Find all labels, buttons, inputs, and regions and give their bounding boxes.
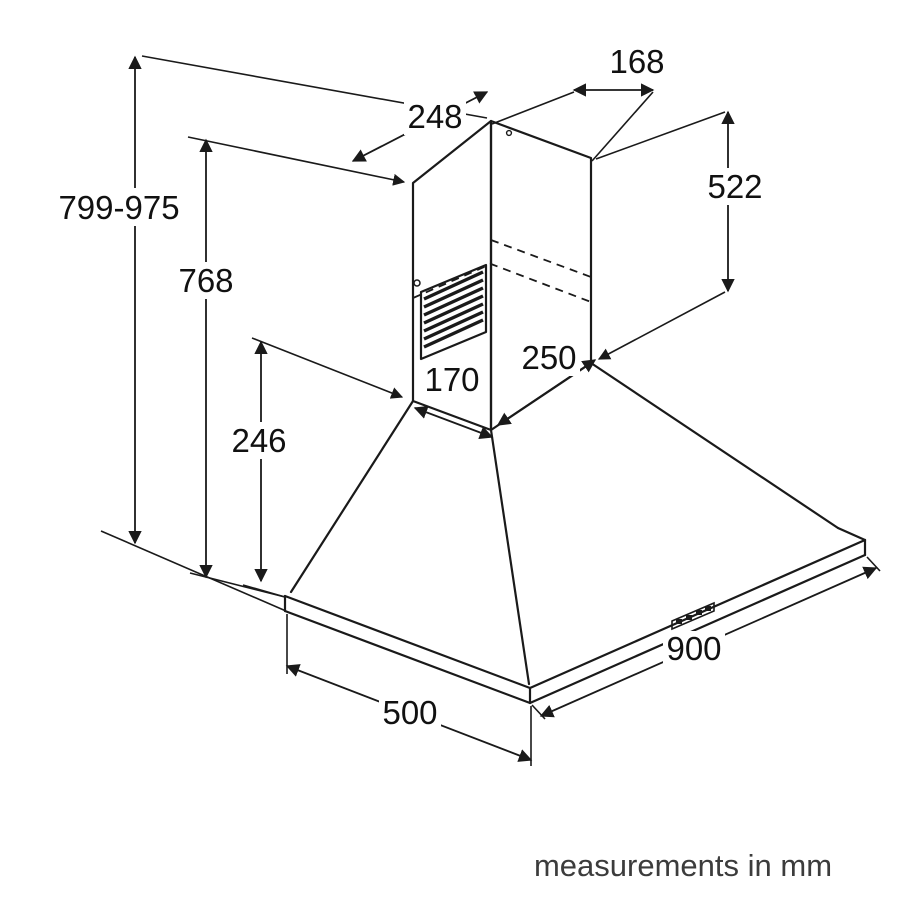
extension-line (531, 704, 546, 720)
control-button (686, 615, 692, 620)
hood-pyramid (289, 361, 840, 686)
overall-height-label: 799-975 (58, 189, 179, 226)
extension-line (866, 556, 881, 572)
extension-line (187, 136, 406, 186)
base-top-rim (283, 538, 867, 690)
vent-grille (419, 263, 488, 361)
extension-line (100, 530, 287, 612)
extension-line (242, 584, 286, 598)
label-bg (704, 168, 766, 205)
label-bg (176, 262, 236, 299)
dim-hood-height (242, 337, 404, 598)
base-back-edge (836, 526, 867, 542)
grille-outline (419, 263, 488, 361)
base-plate (283, 526, 867, 705)
pyramid-right-edge (589, 361, 840, 530)
control-button (705, 606, 711, 611)
hood-height-label: 246 (231, 422, 286, 459)
control-button (696, 610, 702, 615)
label-bg (379, 695, 441, 731)
duct-height-label: 522 (707, 168, 762, 205)
height-to-duct-top-label: 768 (178, 262, 233, 299)
label-bg (421, 362, 483, 398)
dimension-line (413, 405, 494, 440)
extension-line (251, 337, 404, 399)
extension-line (491, 91, 575, 125)
control-button (676, 619, 682, 624)
dim-duct-height (595, 110, 735, 360)
telescopic-joint-dashed-line-upper (490, 239, 592, 278)
duct-right-face (489, 119, 593, 432)
telescopic-joint-dashed-line (412, 263, 592, 303)
dim-duct-bottom-width (413, 405, 494, 440)
hood-depth-label: 500 (382, 694, 437, 731)
dim-height-to-duct-top (187, 136, 406, 598)
screw-hole-top (505, 129, 513, 137)
duct-bottom-width-label: 170 (424, 361, 479, 398)
label-bg (229, 422, 289, 459)
extension-line (591, 91, 654, 162)
label-bg (663, 631, 725, 667)
screw-hole (413, 279, 421, 287)
duct-top-width-label: 248 (407, 98, 462, 135)
duct-bottom-depth-label: 250 (521, 339, 576, 376)
label-bg (52, 188, 186, 226)
base-corner-edges (283, 538, 867, 705)
pyramid-left-edge (289, 399, 415, 594)
extension-line (597, 291, 726, 360)
units-note: measurements in mm (534, 848, 832, 883)
dim-duct-top-depth (491, 83, 655, 162)
duct-top-depth-label: 168 (609, 43, 664, 80)
label-bg (518, 340, 580, 376)
hood-width-label: 900 (666, 630, 721, 667)
label-bg (404, 98, 466, 135)
dim-overall-height (100, 55, 488, 612)
extension-line (595, 111, 726, 160)
pyramid-front-edge (489, 428, 531, 686)
grille-slats (423, 270, 484, 349)
